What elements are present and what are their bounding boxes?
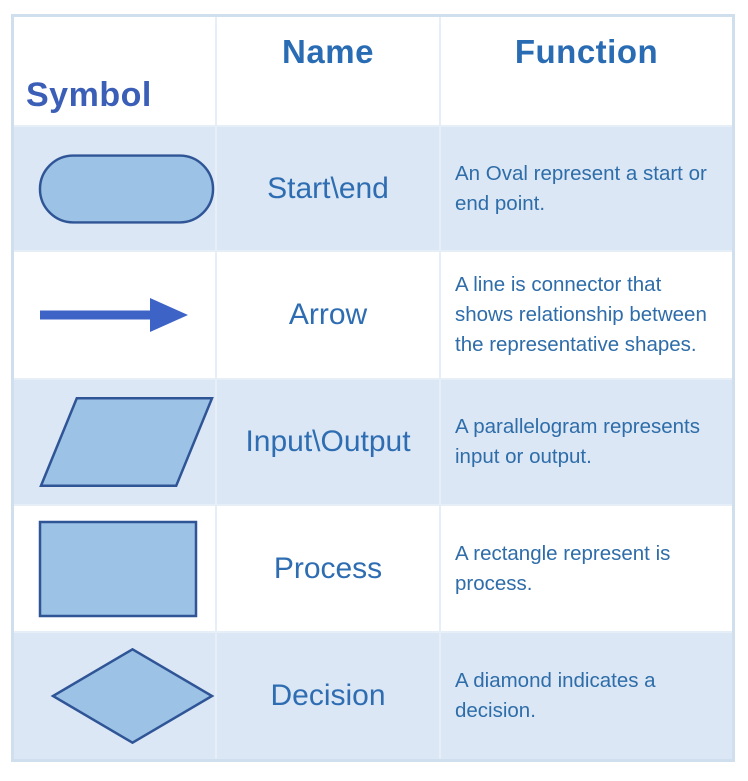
rectangle-shape-icon xyxy=(38,520,198,617)
name-header-label: Name xyxy=(282,33,374,70)
table-row-arrow-symbol-cell xyxy=(14,252,217,380)
table-row-input-output-function-cell: A parallelogram represents input or outp… xyxy=(441,380,732,506)
table-row-process-symbol-cell xyxy=(14,506,217,633)
row-name-label: Arrow xyxy=(288,298,368,331)
diamond-shape-icon xyxy=(50,647,215,745)
row-name-label: Process xyxy=(273,551,383,585)
row-name-label: Start\end xyxy=(267,171,389,205)
symbol-header-label: Symbol xyxy=(26,76,152,114)
table-row-arrow-function-cell: A line is connector that shows relations… xyxy=(441,252,732,380)
row-function-text: An Oval represent a start or end point. xyxy=(455,161,707,215)
table-row-arrow-name-cell: Arrow xyxy=(217,252,441,380)
column-header-name: Name xyxy=(217,17,441,127)
row-function-text: A rectangle represent is process. xyxy=(455,541,671,595)
arrow-head xyxy=(150,298,188,332)
table-row-start-end-symbol-cell xyxy=(14,127,217,252)
row-function-text: A line is connector that shows relations… xyxy=(455,273,707,356)
table-row-process-function-cell: A rectangle represent is process. xyxy=(441,506,732,633)
flowchart-symbols-table: Symbol Name Function Start\end An Oval r… xyxy=(11,14,735,762)
table-row-decision-symbol-cell xyxy=(14,633,217,759)
table-row-decision-name-cell: Decision xyxy=(217,633,441,759)
diamond-shape-body xyxy=(50,647,215,745)
table-row-input-output-symbol-cell xyxy=(14,380,217,506)
oval-shape-icon xyxy=(38,153,215,224)
table-row-input-output-name-cell: Input\Output xyxy=(217,380,441,506)
arrow-icon xyxy=(40,298,188,332)
parallelogram-shape-icon xyxy=(39,397,214,487)
parallelogram-shape-body xyxy=(39,397,214,487)
row-name-label: Decision xyxy=(270,679,386,712)
row-name-label: Input\Output xyxy=(245,425,411,458)
table-row-start-end-function-cell: An Oval represent a start or end point. xyxy=(441,127,732,252)
table-row-start-end-name-cell: Start\end xyxy=(217,127,441,252)
function-header-label: Function xyxy=(514,33,659,70)
table-row-decision-function-cell: A diamond indicates a decision. xyxy=(441,633,732,759)
row-function-text: A diamond indicates a decision. xyxy=(455,669,656,722)
table-row-process-name-cell: Process xyxy=(217,506,441,633)
oval-shape-body xyxy=(38,153,215,224)
rectangle-shape-body xyxy=(38,520,198,617)
row-function-text: A parallelogram represents input or outp… xyxy=(455,415,700,468)
column-header-function: Function xyxy=(441,17,732,127)
column-header-symbol: Symbol xyxy=(14,17,217,127)
